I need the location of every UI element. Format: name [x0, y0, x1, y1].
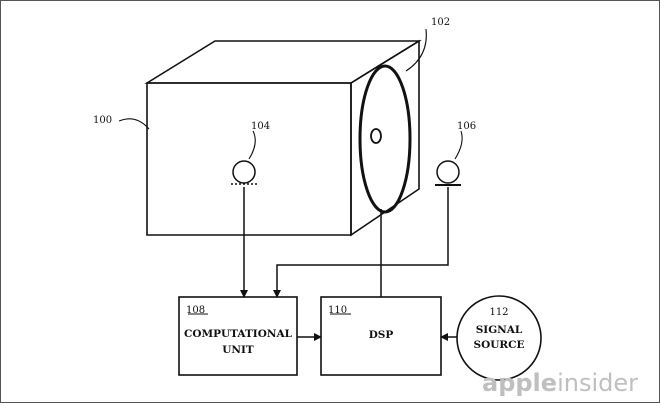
disc-rim — [358, 64, 412, 214]
wire-106-to-108 — [273, 264, 379, 298]
signal-source-block: 112 SIGNAL SOURCE — [456, 295, 542, 381]
computational-unit-label-1: COMPUTATIONAL — [184, 328, 293, 340]
leader-104 — [248, 130, 256, 160]
ref-106: 106 — [457, 121, 476, 132]
dsp-box — [320, 296, 442, 376]
watermark-apple: apple — [482, 369, 557, 397]
sensor-104-head — [232, 160, 256, 184]
disc — [358, 64, 412, 214]
ref-104: 104 — [251, 121, 270, 132]
signal-source-circle — [456, 295, 542, 381]
leader-106 — [454, 130, 463, 160]
ref-102: 102 — [431, 17, 450, 28]
leader-102 — [405, 28, 427, 72]
computational-unit-ref: 108 — [186, 305, 205, 316]
computational-unit-block: 108 COMPUTATIONAL UNIT — [178, 296, 298, 376]
signal-source-label-2: SOURCE — [474, 339, 525, 351]
disc-hub — [370, 128, 382, 144]
computational-unit-box — [178, 296, 298, 376]
ref-100: 100 — [93, 115, 112, 126]
sensor-106-head — [436, 160, 460, 184]
sensor-106 — [435, 160, 461, 186]
wire-106-to-110 — [379, 187, 449, 266]
watermark: appleinsider — [482, 369, 638, 397]
housing-top-face — [144, 40, 422, 84]
dsp-ref: 110 — [328, 305, 347, 316]
dsp-block: 110 DSP — [320, 296, 442, 376]
leader-100 — [118, 118, 150, 130]
housing-box — [144, 39, 422, 237]
signal-source-ref: 112 — [489, 307, 508, 318]
watermark-insider: insider — [557, 369, 638, 397]
housing-side-face — [350, 39, 420, 237]
leader-lines — [118, 28, 463, 315]
signal-source-label-1: SIGNAL — [476, 324, 523, 336]
sensor-104 — [231, 160, 257, 185]
computational-unit-label-2: UNIT — [222, 344, 254, 356]
dsp-label: DSP — [369, 329, 394, 341]
connections — [240, 187, 457, 341]
